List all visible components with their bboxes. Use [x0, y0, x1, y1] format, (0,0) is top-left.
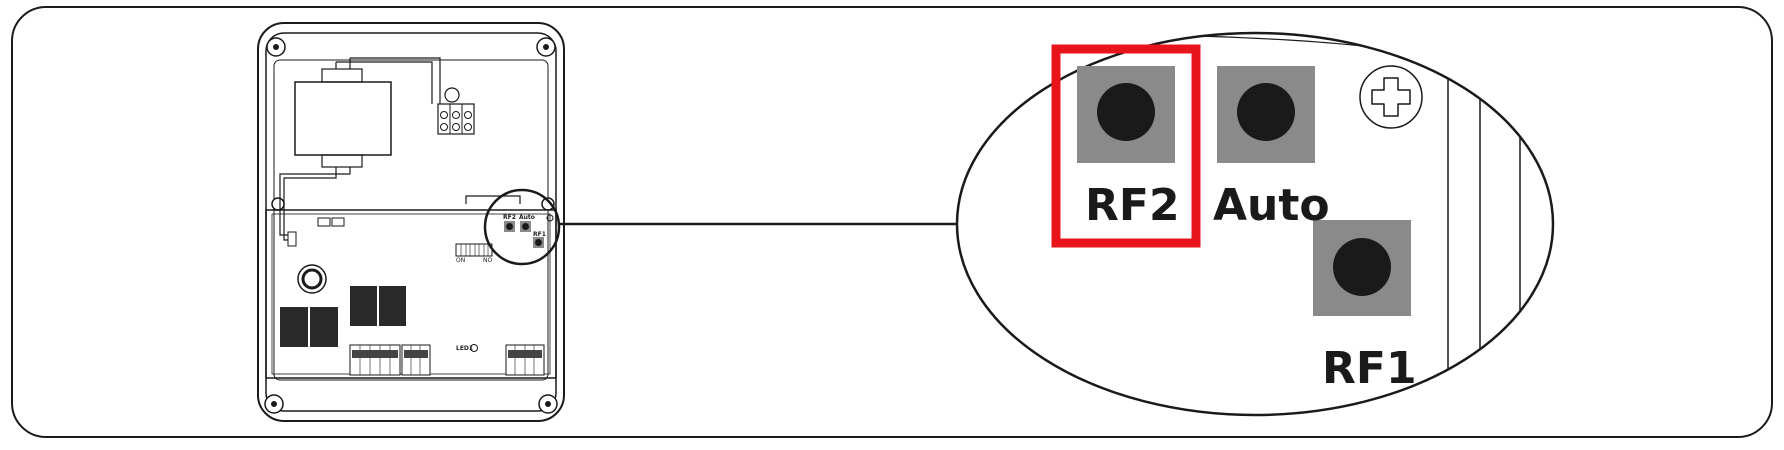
rf2-button[interactable] — [1077, 66, 1175, 163]
led-indicator — [470, 344, 478, 352]
relay — [280, 307, 308, 347]
transformer — [294, 58, 392, 168]
enclosure: ON NO LED1 — [257, 22, 565, 422]
board-rf1-label: RF1 — [533, 231, 546, 238]
rf2-label: RF2 — [1085, 180, 1180, 231]
board-rf2-button[interactable] — [504, 221, 515, 232]
rf1-button[interactable] — [1313, 220, 1411, 316]
board-rf1-button[interactable] — [533, 237, 544, 248]
board-rf2-label: RF2 — [503, 214, 516, 221]
buzzer — [297, 264, 327, 294]
board-auto-button[interactable] — [520, 221, 531, 232]
screw-icon — [1359, 65, 1423, 129]
rf1-label: RF1 — [1322, 343, 1417, 394]
led-label: LED1 — [456, 345, 473, 352]
terminal-block-top — [437, 87, 475, 135]
dip-no-label: NO — [483, 257, 492, 264]
zoom-ellipse — [955, 31, 1555, 417]
board-auto-label: Auto — [519, 214, 535, 221]
corner-screw-top-right — [536, 37, 556, 57]
callout-circle — [483, 188, 561, 266]
rf2-highlight-box — [1051, 44, 1201, 248]
auto-button[interactable] — [1217, 66, 1315, 163]
dip-on-label: ON — [456, 257, 465, 264]
relay — [310, 307, 338, 347]
auto-label: Auto — [1213, 180, 1330, 231]
terminal-block-bottom — [349, 344, 545, 376]
relay — [379, 286, 406, 326]
corner-screw-bottom-right — [538, 394, 558, 414]
corner-screw-bottom-left — [264, 394, 284, 414]
relay — [350, 286, 377, 326]
pcb: ON NO LED1 — [265, 209, 557, 379]
zoom-view: RF2 Auto RF1 — [955, 31, 1555, 417]
corner-screw-top-left — [266, 37, 286, 57]
